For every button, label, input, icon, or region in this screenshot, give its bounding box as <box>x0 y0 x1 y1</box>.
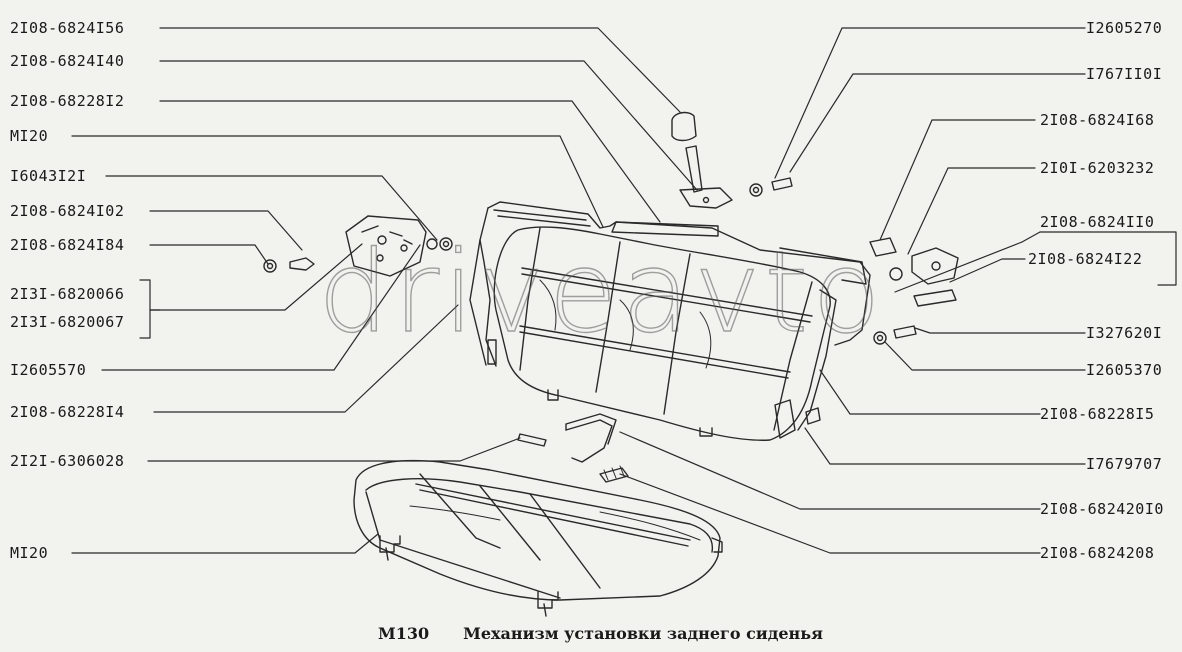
part-label: 2I08-6824I56 <box>10 19 125 37</box>
part-label: 2I3I-6820066 <box>10 285 125 303</box>
part-label: 2I08-6824I68 <box>1040 111 1155 129</box>
part-label: MI20 <box>10 127 49 145</box>
seat-back-cushion <box>487 226 837 441</box>
part-label: 2I08-6824I22 <box>1028 250 1143 268</box>
part-label: 2I08-6824208 <box>1040 544 1155 562</box>
part-label: I2605270 <box>1086 19 1163 37</box>
part-label: 2I08-68228I5 <box>1040 405 1155 423</box>
small-parts <box>263 111 959 483</box>
part-label: 2I08-6824I40 <box>10 52 125 70</box>
figure-title: Механизм установки заднего сиденья <box>463 624 823 643</box>
part-label: I2605570 <box>10 361 87 379</box>
seat-cushion <box>353 459 723 617</box>
part-label: I767II0I <box>1086 65 1163 83</box>
leader-lines <box>71 27 1177 554</box>
seat-back-frame <box>469 201 871 367</box>
part-label: 2I08-682420I0 <box>1040 500 1164 518</box>
part-label: 2I08-6824I84 <box>10 236 125 254</box>
part-label: I7679707 <box>1086 455 1163 473</box>
part-label: 2I08-6824I02 <box>10 202 125 220</box>
part-label: I2605370 <box>1086 361 1163 379</box>
part-label: 2I0I-6203232 <box>1040 159 1155 177</box>
part-label: 2I2I-6306028 <box>10 452 125 470</box>
part-label: I327620I <box>1086 324 1163 342</box>
part-label: I6043I2I <box>10 167 87 185</box>
figure-caption: M130 Механизм установки заднего сиденья <box>378 624 823 643</box>
part-label: 2I08-6824II0 <box>1040 213 1155 231</box>
part-label: 2I3I-6820067 <box>10 313 125 331</box>
part-label: 2I08-68228I2 <box>10 92 125 110</box>
part-label: 2I08-68228I4 <box>10 403 125 421</box>
figure-code: M130 <box>378 624 430 643</box>
part-label: MI20 <box>10 544 49 562</box>
